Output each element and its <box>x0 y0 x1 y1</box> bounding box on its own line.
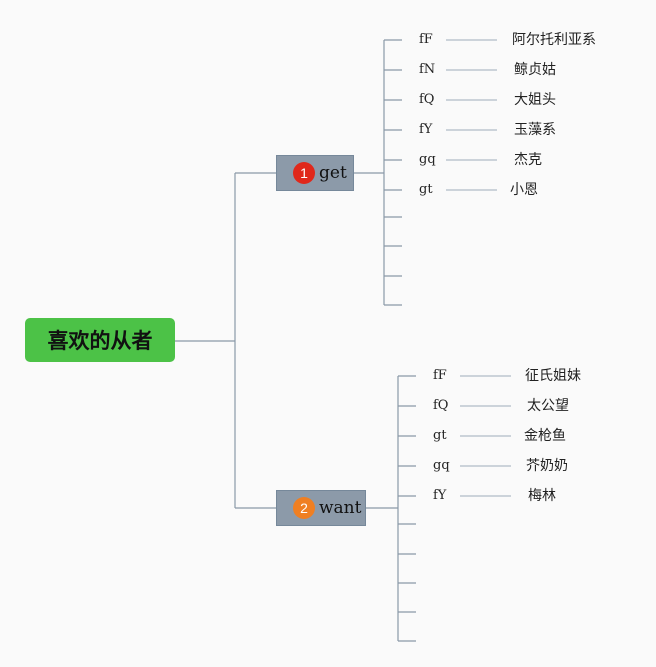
item-value[interactable]: 杰克 <box>514 152 542 168</box>
item-value[interactable]: 梅林 <box>528 488 556 504</box>
item-key[interactable]: fY <box>419 122 433 137</box>
item-key[interactable]: fF <box>419 32 433 47</box>
item-key[interactable]: fN <box>419 62 436 77</box>
branch-want[interactable]: 2 want <box>276 490 366 526</box>
item-key[interactable]: fF <box>433 368 447 383</box>
item-key[interactable]: gt <box>419 182 433 197</box>
item-value[interactable]: 阿尔托利亚系 <box>512 32 596 48</box>
item-value[interactable]: 芥奶奶 <box>526 458 568 474</box>
item-key[interactable]: gq <box>419 152 436 167</box>
item-key[interactable]: gq <box>433 458 450 473</box>
branch-label: get <box>319 163 347 183</box>
root-topic[interactable]: 喜欢的从者 <box>25 318 175 362</box>
item-key[interactable]: gt <box>433 428 447 443</box>
item-value[interactable]: 金枪鱼 <box>524 428 566 444</box>
item-value[interactable]: 征氏姐妹 <box>525 368 581 384</box>
item-value[interactable]: 玉藻系 <box>514 122 556 138</box>
branch-label: want <box>319 498 362 518</box>
item-key[interactable]: fY <box>433 488 447 503</box>
priority-1-icon: 1 <box>293 162 315 184</box>
item-value[interactable]: 大姐头 <box>514 92 556 108</box>
item-value[interactable]: 小恩 <box>510 182 538 198</box>
item-key[interactable]: fQ <box>419 92 435 107</box>
item-value[interactable]: 鲸贞姑 <box>514 62 556 78</box>
item-value[interactable]: 太公望 <box>527 398 569 414</box>
root-topic-label: 喜欢的从者 <box>47 329 153 353</box>
priority-2-icon: 2 <box>293 497 315 519</box>
branch-get[interactable]: 1 get <box>276 155 354 191</box>
item-key[interactable]: fQ <box>433 398 449 413</box>
